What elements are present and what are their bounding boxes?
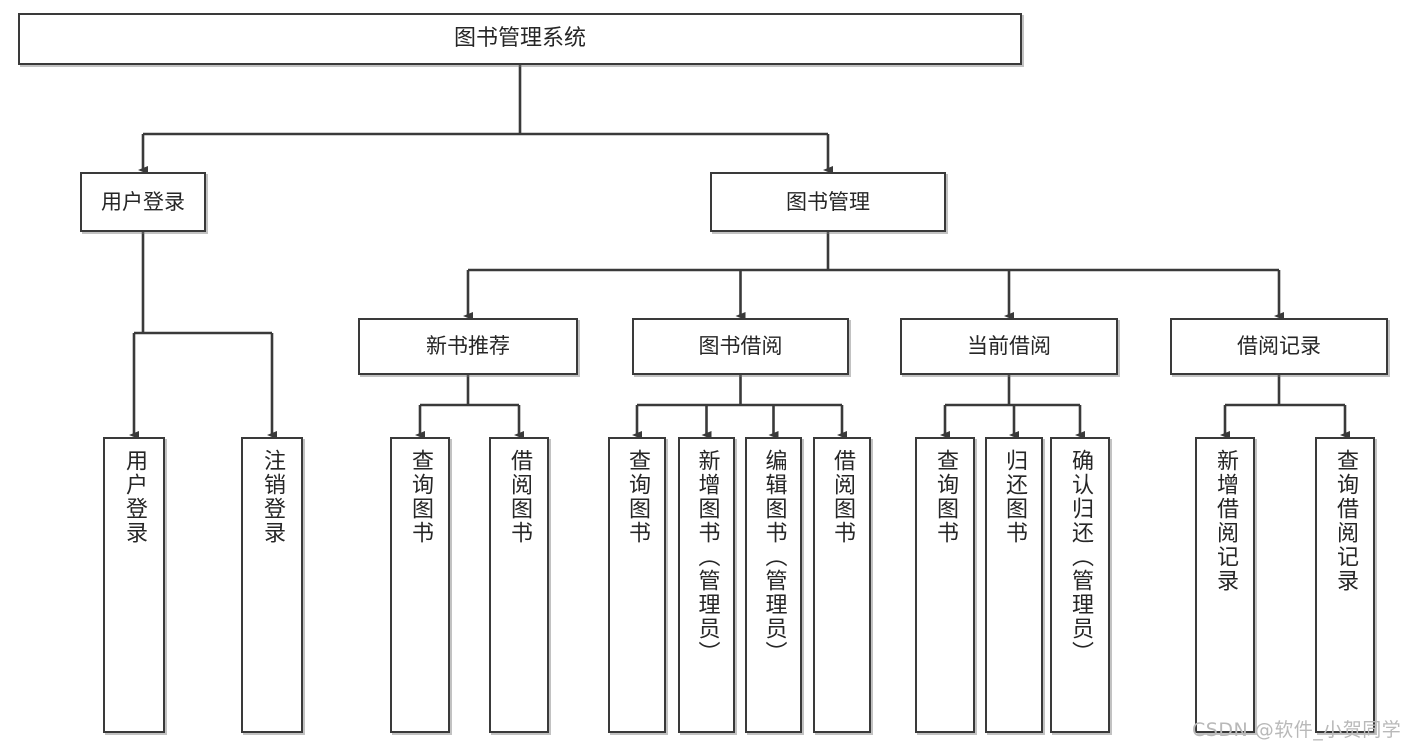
node-label: 借阅记录 <box>1237 334 1321 359</box>
node-label: 借阅图书 <box>830 449 855 545</box>
watermark: CSDN @软件_小贺同学 <box>1192 719 1402 741</box>
leaf-node-查询借阅记录[interactable]: 查询借阅记录 <box>1315 437 1375 733</box>
leaf-node-借阅图书[interactable]: 借阅图书 <box>489 437 549 733</box>
leaf-node-查询图书[interactable]: 查询图书 <box>608 437 666 733</box>
node-label: 借阅图书 <box>507 449 532 545</box>
node-label: 归还图书 <box>1002 449 1027 545</box>
node-label: 查询图书 <box>625 449 650 545</box>
node-label: 新增借阅记录 <box>1213 449 1238 593</box>
node-label: 图书管理系统 <box>453 26 586 52</box>
root-node-图书管理系统[interactable]: 图书管理系统 <box>18 13 1022 65</box>
node-label: 编辑图书（管理员） <box>761 449 787 665</box>
node-label: 新书推荐 <box>426 334 510 359</box>
l3-node-借阅记录[interactable]: 借阅记录 <box>1170 318 1388 375</box>
node-label: 注销登录 <box>260 449 285 545</box>
leaf-node-新增借阅记录[interactable]: 新增借阅记录 <box>1195 437 1255 733</box>
leaf-node-新增图书管理员[interactable]: 新增图书（管理员） <box>678 437 735 733</box>
l3-node-当前借阅[interactable]: 当前借阅 <box>900 318 1118 375</box>
l2-node-图书管理[interactable]: 图书管理 <box>710 172 946 232</box>
node-label: 新增图书（管理员） <box>694 449 720 665</box>
leaf-node-查询图书[interactable]: 查询图书 <box>915 437 975 733</box>
leaf-node-用户登录[interactable]: 用户登录 <box>103 437 165 733</box>
node-label: 确认归还（管理员） <box>1068 449 1093 665</box>
leaf-node-确认归还管理员[interactable]: 确认归还（管理员） <box>1050 437 1110 733</box>
leaf-node-查询图书[interactable]: 查询图书 <box>390 437 450 733</box>
l2-node-用户登录[interactable]: 用户登录 <box>80 172 206 232</box>
node-label: 查询图书 <box>408 449 433 545</box>
node-label: 图书借阅 <box>698 334 783 359</box>
node-label: 查询图书 <box>933 449 958 545</box>
leaf-node-注销登录[interactable]: 注销登录 <box>241 437 303 733</box>
node-label: 查询借阅记录 <box>1333 449 1358 593</box>
leaf-node-归还图书[interactable]: 归还图书 <box>985 437 1043 733</box>
leaf-node-借阅图书[interactable]: 借阅图书 <box>813 437 871 733</box>
leaf-node-编辑图书管理员[interactable]: 编辑图书（管理员） <box>745 437 802 733</box>
node-label: 用户登录 <box>122 449 147 545</box>
node-label: 用户登录 <box>101 189 185 214</box>
l3-node-新书推荐[interactable]: 新书推荐 <box>358 318 578 375</box>
l3-node-图书借阅[interactable]: 图书借阅 <box>632 318 849 375</box>
node-label: 图书管理 <box>786 189 870 214</box>
node-label: 当前借阅 <box>967 334 1051 359</box>
